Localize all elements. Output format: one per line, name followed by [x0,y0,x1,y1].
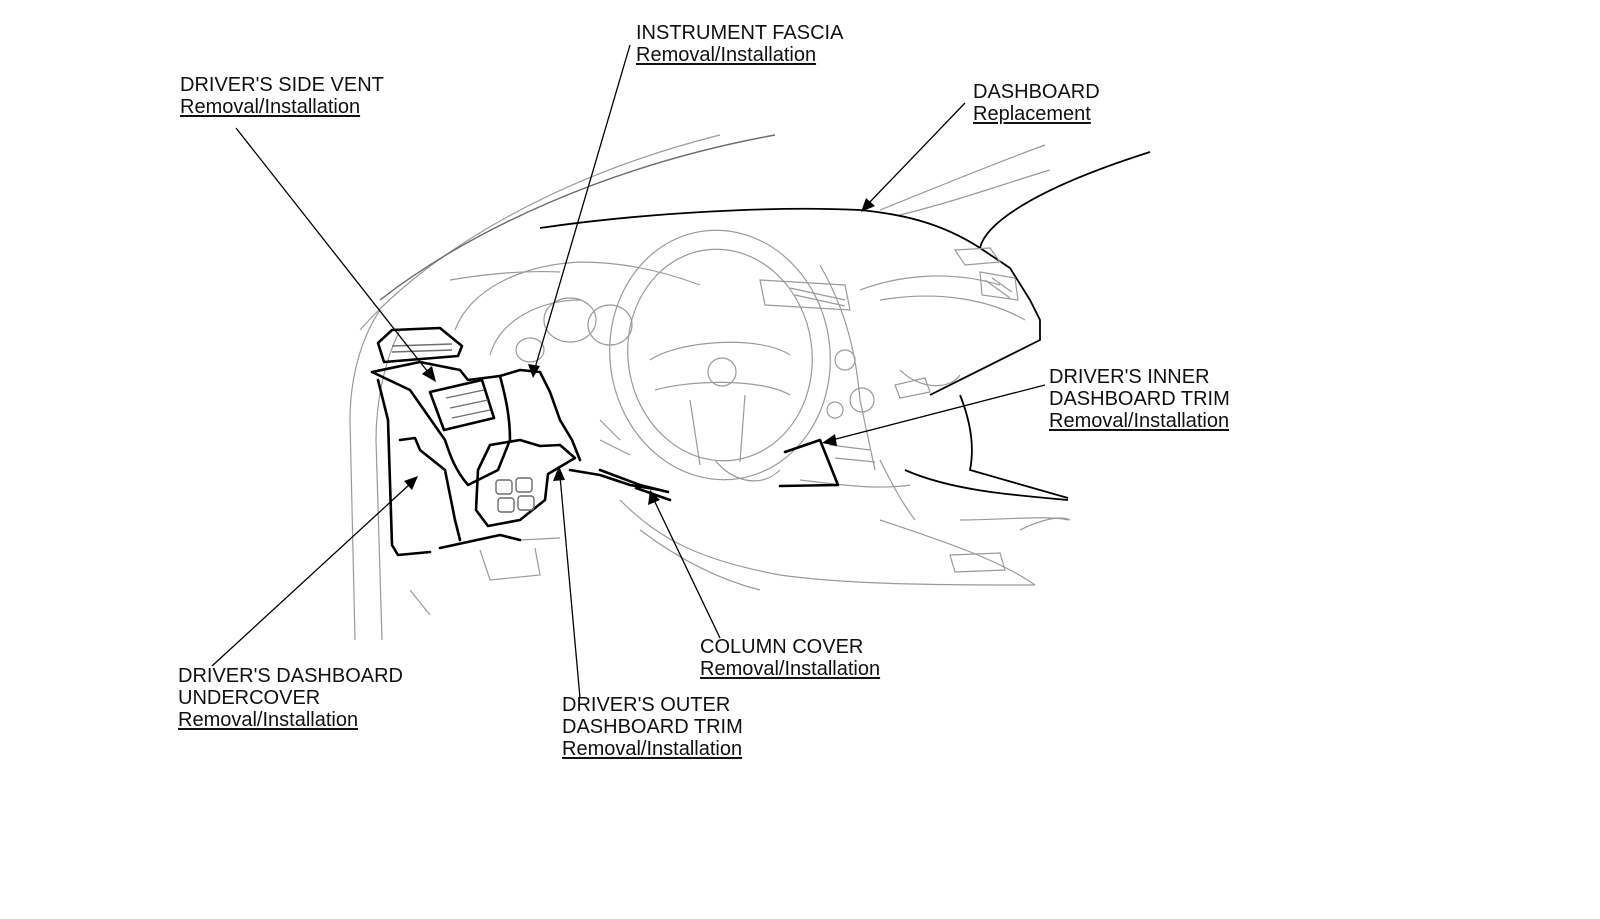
center-console [759,264,1071,586]
drivers-inner-dashboard-trim-part [778,438,840,488]
leader-lines [211,44,1046,699]
windshield-outline [349,134,1051,641]
dashboard-callout: DASHBOARD Replacement [973,81,1100,125]
drivers-outer-dashboard-trim-title-line2: DASHBOARD TRIM [562,716,743,738]
instrument-cluster [449,261,701,363]
drivers-outer-dashboard-trim-title-line1: DRIVER'S OUTER [562,694,731,716]
instrument-fascia-title: INSTRUMENT FASCIA [636,22,844,44]
drivers-outer-dashboard-trim-callout: DRIVER'S OUTER DASHBOARD TRIM Removal/In… [562,694,743,760]
column-cover-link[interactable]: Removal/Installation [700,658,881,680]
column-cover-callout: COLUMN COVER Removal/Installation [700,636,880,680]
drivers-outer-dashboard-trim-part [370,360,582,487]
drivers-side-vent-callout: DRIVER'S SIDE VENT Removal/Installation [180,74,384,118]
drivers-dashboard-undercover-title-line1: DRIVER'S DASHBOARD [178,665,403,687]
instrument-fascia-callout: INSTRUMENT FASCIA Removal/Installation [636,22,843,66]
drivers-dashboard-undercover-part [376,378,662,557]
drivers-outer-dashboard-trim-link[interactable]: Removal/Installation [562,738,743,760]
drivers-inner-dashboard-trim-link[interactable]: Removal/Installation [1049,410,1230,432]
drivers-dashboard-undercover-link[interactable]: Removal/Installation [178,709,359,731]
drivers-side-vent-title: DRIVER'S SIDE VENT [180,74,384,96]
drivers-inner-dashboard-trim-title-line1: DRIVER'S INNER [1049,366,1210,388]
drivers-side-vent-part [376,326,496,432]
dashboard-top-outline [539,151,1151,501]
drivers-dashboard-undercover-title-line2: UNDERCOVER [178,687,321,709]
dashboard-title: DASHBOARD [973,81,1100,103]
steering-wheel [609,229,831,482]
passenger-dashboard-detail [859,247,1026,399]
knee-panel-part [474,438,577,528]
column-cover-title: COLUMN COVER [700,636,864,658]
dashboard-link[interactable]: Replacement [973,103,1091,125]
drivers-inner-dashboard-trim-title-line2: DASHBOARD TRIM [1049,388,1230,410]
instrument-fascia-link[interactable]: Removal/Installation [636,44,817,66]
drivers-side-vent-link[interactable]: Removal/Installation [180,96,361,118]
lower-floor [409,419,1036,616]
drivers-dashboard-undercover-callout: DRIVER'S DASHBOARD UNDERCOVER Removal/In… [178,665,403,731]
drivers-inner-dashboard-trim-callout: DRIVER'S INNER DASHBOARD TRIM Removal/In… [1049,366,1230,432]
